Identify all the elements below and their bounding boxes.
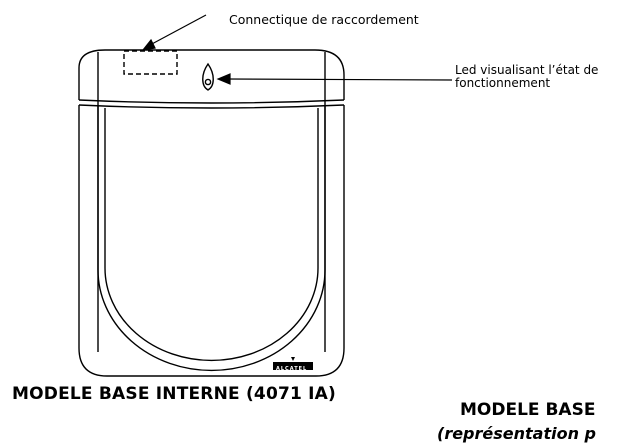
led-dot [204, 78, 212, 86]
brand-label: ALCATEL [276, 366, 308, 372]
callout-connector-label: Connectique de raccordement [229, 12, 419, 27]
arrow-connector-head [141, 38, 156, 51]
caption-other-base: MODELE BASE [460, 400, 596, 420]
front-panel [97, 106, 326, 372]
caption-internal-base: MODELE BASE INTERNE (4071 IA) [12, 384, 337, 404]
arrow-connector-line [149, 14, 207, 46]
callout-led-line-2: fonctionnement [455, 76, 551, 90]
arrow-led-line [225, 78, 453, 81]
brand-plate [273, 362, 313, 370]
caption-other-base-note: (représentation p [437, 424, 596, 443]
connector-hidden-outline [123, 50, 178, 75]
housing-groove [78, 99, 345, 104]
led-indicator [202, 62, 214, 91]
housing-top-cap [78, 49, 345, 100]
callout-led-label: Led visualisant l’état de fonctionnement [455, 64, 598, 90]
callout-led-line-1: Led visualisant l’état de [455, 63, 599, 77]
housing-groove-lower [78, 104, 345, 109]
front-panel-inner [104, 108, 319, 362]
housing-body [78, 105, 345, 377]
brand-logo-mark [291, 357, 295, 361]
arrow-led-head [216, 73, 231, 85]
